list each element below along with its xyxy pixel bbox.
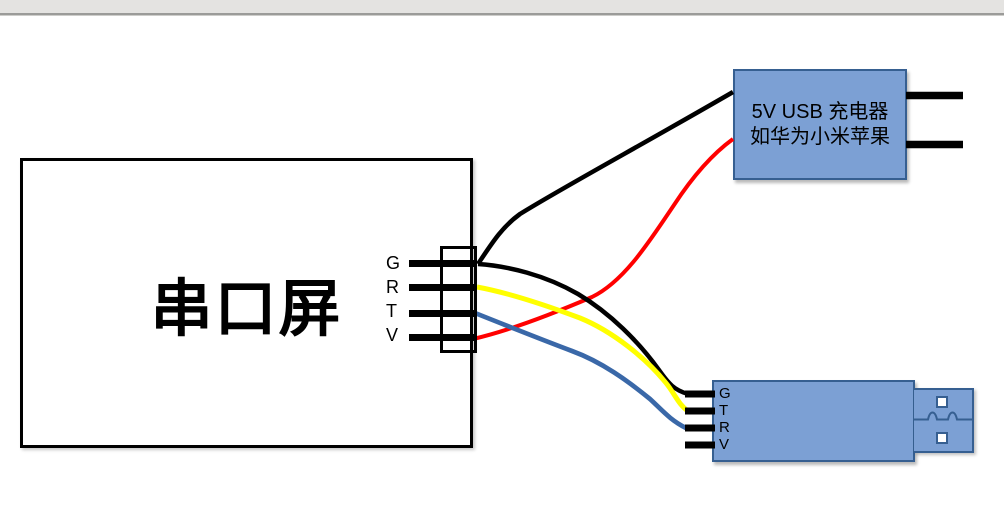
serial-screen-box: 串口屏	[20, 158, 473, 448]
adapter-pin-label-t: T	[719, 402, 729, 419]
adapter-pin-label-v: V	[719, 436, 730, 453]
usb-plug	[914, 388, 974, 453]
screen-connector-outline	[440, 246, 477, 353]
screen-pin-label-r: R	[386, 277, 399, 297]
screen-pin-label-g: G	[386, 253, 401, 273]
wire-screen-t-to-adapter-r	[474, 310, 688, 431]
adapter-pin-label-r: R	[719, 419, 730, 436]
usb-charger-subtitle: 如华为小米苹果	[750, 125, 890, 148]
serial-screen-label: 串口屏	[150, 275, 343, 344]
wire-screen-v-to-charger	[472, 137, 735, 341]
usb-charger-title: 5V USB 充电器	[751, 100, 889, 123]
window-top-strip	[0, 0, 1004, 15]
wire-screen-r-to-adapter-t	[476, 284, 690, 414]
adapter-pin-labels: G T R V	[719, 385, 731, 453]
wire-screen-g-to-adapter-g	[477, 261, 689, 397]
screen-pin-label-t: T	[386, 301, 397, 321]
usb-serial-adapter-body	[712, 380, 915, 462]
usb-plug-hole-top	[936, 396, 948, 408]
usb-plug-hole-bottom	[936, 432, 948, 444]
usb-charger-box: 5V USB 充电器 如华为小米苹果	[733, 69, 907, 180]
wire-screen-g-to-charger	[476, 90, 735, 266]
screen-pin-label-v: V	[386, 325, 399, 345]
adapter-pin-label-g: G	[719, 385, 731, 402]
